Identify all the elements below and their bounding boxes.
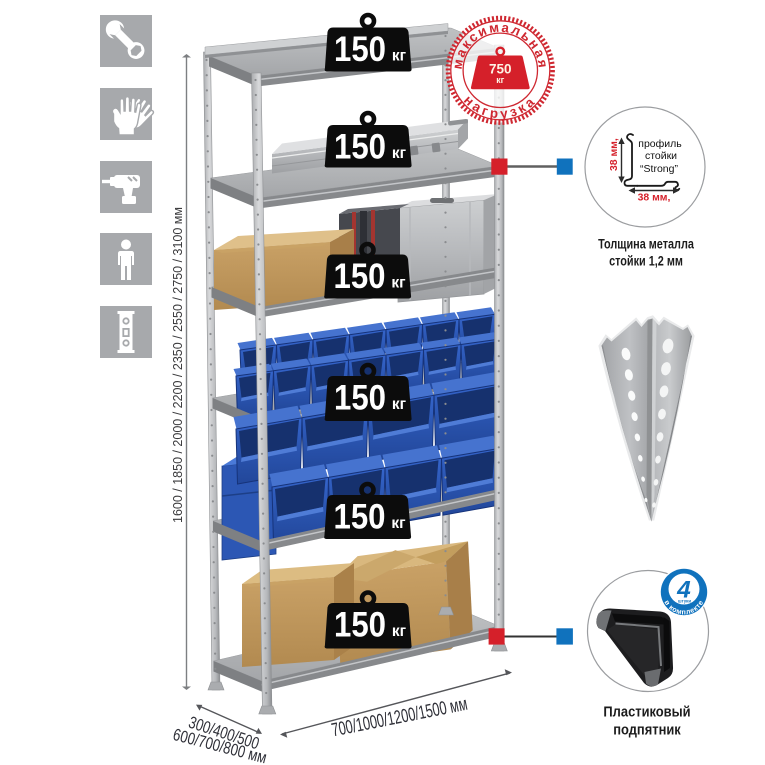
svg-text:кг: кг (391, 275, 406, 292)
svg-text:1600 / 1850 / 2000 / 2200 / 23: 1600 / 1850 / 2000 / 2200 / 2350 / 2550 … (171, 207, 185, 523)
svg-text:Толщина металла: Толщина металла (598, 236, 694, 251)
svg-text:штуки: штуки (678, 599, 691, 604)
svg-text:кг: кг (392, 396, 407, 413)
svg-text:стойки 1,2 мм: стойки 1,2 мм (609, 253, 683, 268)
svg-text:кг: кг (392, 145, 407, 162)
svg-text:“Strong”: “Strong” (640, 163, 678, 175)
svg-text:кг: кг (392, 48, 407, 65)
svg-text:кг: кг (391, 515, 406, 532)
svg-text:профиль: профиль (638, 138, 682, 150)
svg-text:150: 150 (334, 128, 386, 167)
svg-text:подпятник: подпятник (613, 720, 681, 737)
svg-text:150: 150 (334, 379, 386, 418)
svg-text:150: 150 (334, 30, 386, 69)
svg-text:кг: кг (392, 623, 407, 640)
svg-text:38 мм,: 38 мм, (609, 138, 620, 171)
svg-text:750: 750 (489, 62, 512, 77)
svg-text:150: 150 (334, 498, 386, 537)
svg-text:150: 150 (334, 606, 386, 645)
svg-text:150: 150 (334, 257, 386, 296)
svg-text:4: 4 (676, 577, 691, 604)
svg-text:700/1000/1200/1500 мм: 700/1000/1200/1500 мм (330, 694, 469, 742)
svg-text:Пластиковый: Пластиковый (603, 702, 690, 719)
svg-text:38 мм,: 38 мм, (638, 193, 671, 204)
svg-text:кг: кг (496, 75, 504, 85)
svg-text:стойки: стойки (645, 150, 677, 162)
